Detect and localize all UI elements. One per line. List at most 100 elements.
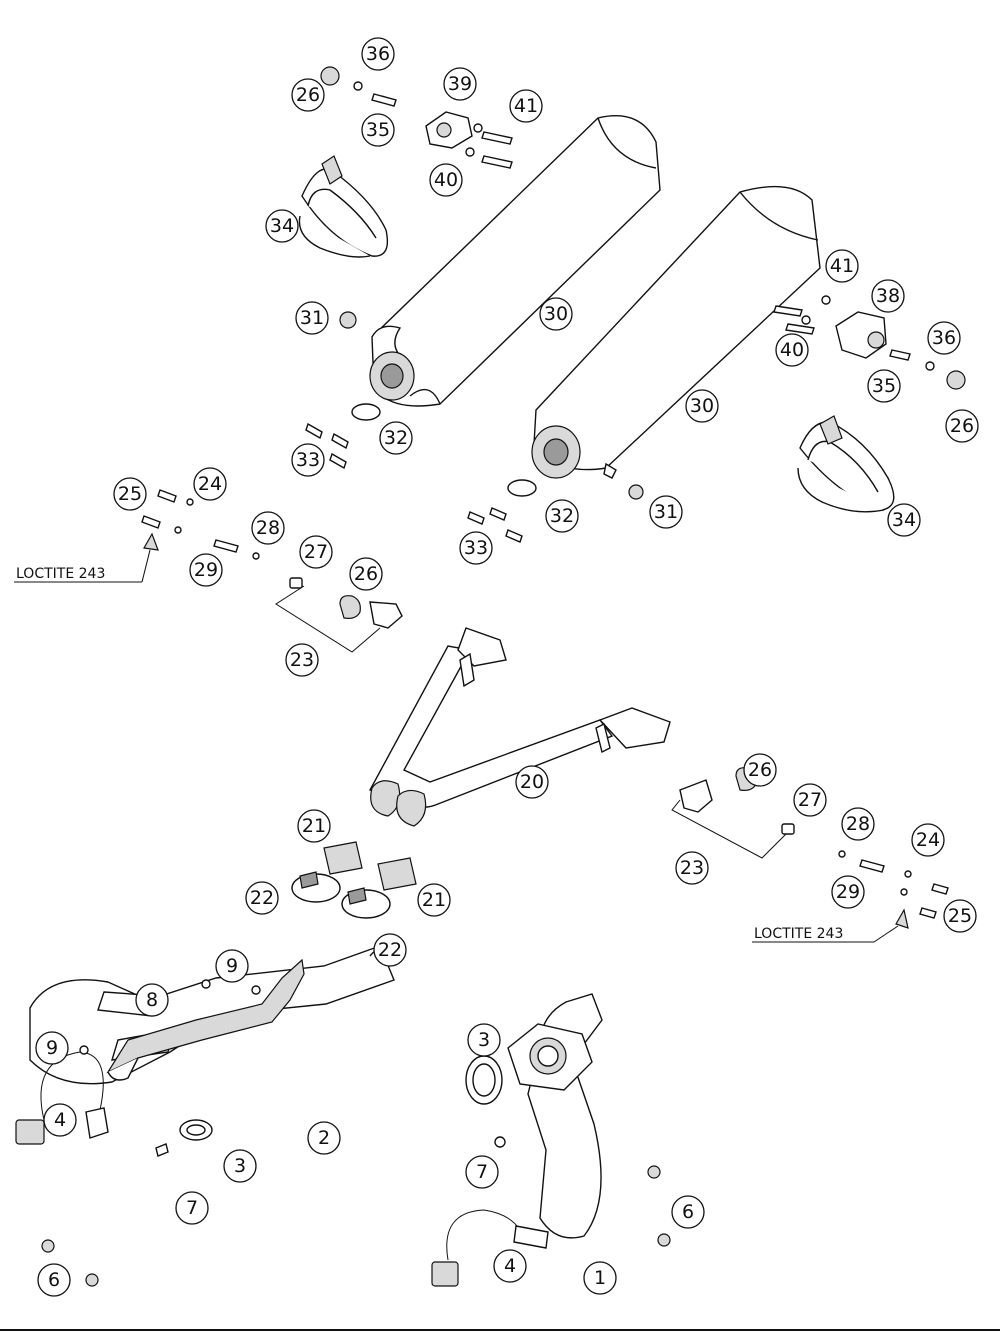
callout-33-upper: 33	[291, 443, 325, 477]
loctite-note-right: LOCTITE 243	[752, 925, 899, 943]
callout-41-lower: 41	[825, 249, 859, 283]
loctite-note-left: LOCTITE 243	[14, 549, 151, 583]
svg-text:9: 9	[46, 1037, 58, 1059]
muffler-bracket-lower	[835, 311, 887, 359]
header-pipe-right	[507, 993, 603, 1239]
callout-23-right: 23	[675, 851, 709, 885]
nuts-and-studs	[41, 979, 671, 1287]
callout-39: 39	[443, 67, 477, 101]
mount-right	[671, 767, 795, 859]
muffler-strap-upper	[298, 155, 389, 258]
callout-22-left: 22	[245, 881, 279, 915]
svg-text:6: 6	[682, 1201, 694, 1223]
callout-7-left: 7	[175, 1191, 209, 1225]
svg-text:23: 23	[290, 649, 314, 671]
svg-text:29: 29	[194, 559, 218, 581]
callout-4-left: 4	[43, 1103, 77, 1137]
fasteners-left	[141, 489, 260, 560]
svg-text:26: 26	[354, 563, 378, 585]
callout-30-lower: 30	[685, 389, 719, 423]
callout-3-right: 3	[467, 1023, 501, 1057]
callout-6-left: 6	[37, 1263, 71, 1297]
hardware-upper	[305, 66, 513, 470]
callout-35-lower: 35	[867, 369, 901, 403]
callout-28-right: 28	[841, 807, 875, 841]
svg-text:30: 30	[690, 395, 714, 417]
svg-text:26: 26	[296, 84, 320, 106]
svg-text:30: 30	[544, 303, 568, 325]
callout-41-upper: 41	[509, 89, 543, 123]
svg-text:40: 40	[434, 169, 458, 191]
callout-40-upper: 40	[429, 163, 463, 197]
svg-text:8: 8	[146, 989, 158, 1011]
svg-text:3: 3	[234, 1155, 246, 1177]
svg-text:4: 4	[504, 1255, 516, 1277]
svg-text:34: 34	[270, 215, 294, 237]
svg-text:21: 21	[302, 815, 326, 837]
callout-1: 1	[583, 1261, 617, 1295]
svg-text:3: 3	[478, 1029, 490, 1051]
svg-text:7: 7	[186, 1197, 198, 1219]
svg-text:31: 31	[654, 501, 678, 523]
svg-text:25: 25	[118, 483, 142, 505]
svg-text:36: 36	[366, 43, 390, 65]
callout-24-right: 24	[911, 823, 945, 857]
callout-24-left: 24	[193, 467, 227, 501]
svg-text:32: 32	[384, 427, 408, 449]
callout-26-lower: 26	[945, 409, 979, 443]
muffler-upper	[369, 115, 661, 407]
svg-text:20: 20	[520, 771, 544, 793]
svg-text:33: 33	[296, 449, 320, 471]
callout-31-upper: 31	[295, 301, 329, 335]
callout-3-left: 3	[223, 1149, 257, 1183]
callout-25-left: 25	[113, 477, 147, 511]
svg-text:LOCTITE 243: LOCTITE 243	[754, 926, 843, 942]
y-pipe	[368, 627, 671, 827]
callout-33-lower: 33	[459, 531, 493, 565]
svg-text:6: 6	[48, 1269, 60, 1291]
svg-text:26: 26	[748, 759, 772, 781]
callout-26-mid-right: 26	[743, 753, 777, 787]
callout-38: 38	[871, 279, 905, 313]
svg-text:24: 24	[198, 473, 222, 495]
svg-text:7: 7	[476, 1161, 488, 1183]
callout-34-lower: 34	[887, 503, 921, 537]
callout-21-left: 21	[297, 809, 331, 843]
svg-text:1: 1	[594, 1267, 606, 1289]
callout-35-upper: 35	[361, 113, 395, 147]
svg-text:27: 27	[304, 541, 328, 563]
svg-text:41: 41	[514, 95, 538, 117]
callout-8: 8	[135, 983, 169, 1017]
callout-32-lower: 32	[545, 499, 579, 533]
callout-23-left: 23	[285, 643, 319, 677]
svg-text:27: 27	[798, 789, 822, 811]
svg-text:36: 36	[932, 327, 956, 349]
callout-30-upper: 30	[539, 297, 573, 331]
callout-7-right: 7	[465, 1155, 499, 1189]
fasteners-right	[838, 850, 949, 929]
callout-4-right: 4	[493, 1249, 527, 1283]
svg-text:9: 9	[226, 955, 238, 977]
svg-text:31: 31	[300, 307, 324, 329]
callout-6-right: 6	[671, 1195, 705, 1229]
callout-9-top: 9	[215, 949, 249, 983]
svg-text:34: 34	[892, 509, 916, 531]
callout-26-mid-left: 26	[349, 557, 383, 591]
muffler-lower	[531, 185, 821, 479]
svg-text:25: 25	[948, 905, 972, 927]
svg-text:22: 22	[250, 887, 274, 909]
callout-25-right: 25	[943, 899, 977, 933]
svg-text:28: 28	[846, 813, 870, 835]
callout-32-upper: 32	[379, 421, 413, 455]
callout-21-right: 21	[417, 883, 451, 917]
svg-text:4: 4	[54, 1109, 66, 1131]
svg-text:28: 28	[256, 517, 280, 539]
svg-text:40: 40	[780, 339, 804, 361]
callout-40-lower: 40	[775, 333, 809, 367]
svg-text:39: 39	[448, 73, 472, 95]
svg-text:38: 38	[876, 285, 900, 307]
callout-29-right: 29	[831, 875, 865, 909]
svg-text:41: 41	[830, 255, 854, 277]
callout-27-left: 27	[299, 535, 333, 569]
